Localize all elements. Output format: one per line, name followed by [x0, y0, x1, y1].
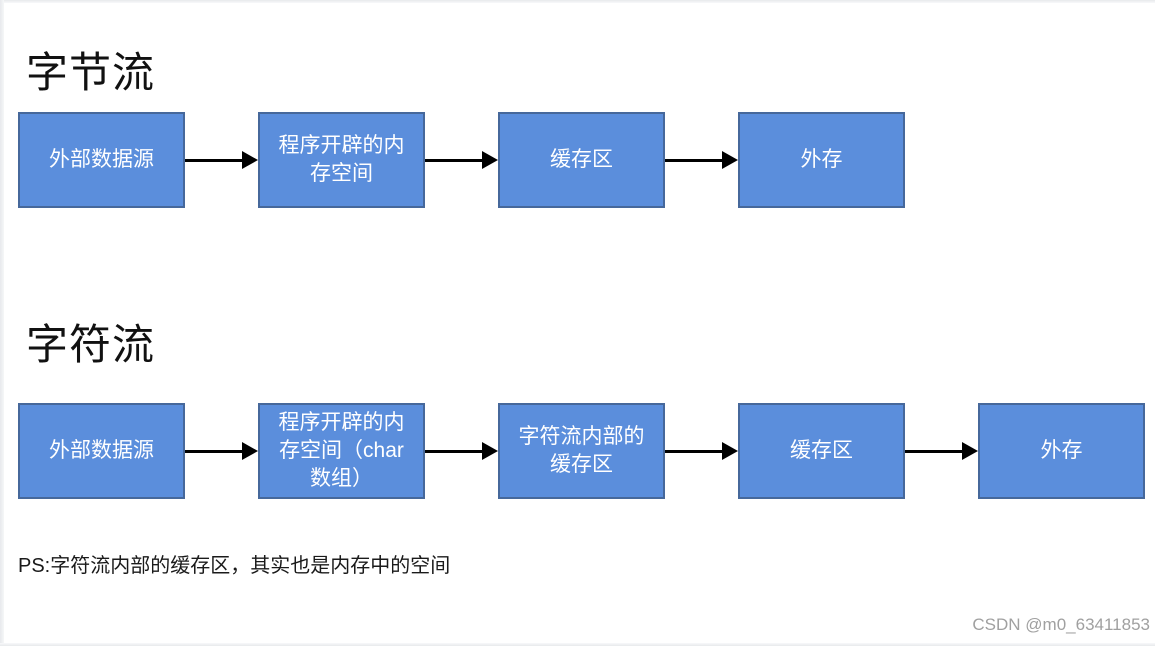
- flow-title-byte-stream: 字节流: [26, 49, 156, 96]
- flow-node: 缓存区: [498, 112, 665, 208]
- flow-node: 外部数据源: [18, 112, 185, 208]
- screen-edge-top: [0, 0, 1155, 3]
- arrow-right-icon: [665, 441, 738, 461]
- watermark: CSDN @m0_63411853: [972, 615, 1150, 634]
- arrow-shaft: [185, 158, 242, 162]
- arrow-head: [722, 151, 738, 169]
- arrow-head: [962, 442, 978, 460]
- arrow-shaft: [665, 158, 722, 162]
- flow-row-char-stream: 外部数据源程序开辟的内存空间（char 数组） 字符流内部的缓存区缓存区外存: [18, 403, 1145, 499]
- flow-title-char-stream: 字符流: [26, 321, 156, 368]
- flow-node: 缓存区: [738, 403, 905, 499]
- screen-edge-bottom: [0, 643, 1155, 646]
- arrow-head: [242, 151, 258, 169]
- arrow-shaft: [185, 449, 242, 453]
- flow-node: 外存: [978, 403, 1145, 499]
- arrow-head: [722, 442, 738, 460]
- flow-node: 程序开辟的内存空间（char 数组）: [258, 403, 425, 499]
- flow-section-byte-stream: 字节流 外部数据源程序开辟的内存空间缓存区外存: [18, 48, 905, 208]
- arrow-head: [482, 442, 498, 460]
- flow-section-char-stream: 字符流 外部数据源程序开辟的内存空间（char 数组） 字符流内部的缓存区缓存区外…: [18, 320, 1145, 499]
- flow-row-byte-stream: 外部数据源程序开辟的内存空间缓存区外存: [18, 112, 905, 208]
- screen-edge-left: [0, 0, 4, 646]
- arrow-right-icon: [185, 150, 258, 170]
- arrow-head: [482, 151, 498, 169]
- arrow-right-icon: [185, 441, 258, 461]
- flow-node: 程序开辟的内存空间: [258, 112, 425, 208]
- arrow-shaft: [425, 158, 482, 162]
- arrow-shaft: [665, 449, 722, 453]
- arrow-right-icon: [665, 150, 738, 170]
- flow-node: 字符流内部的缓存区: [498, 403, 665, 499]
- flow-node: 外部数据源: [18, 403, 185, 499]
- arrow-head: [242, 442, 258, 460]
- arrow-shaft: [425, 449, 482, 453]
- arrow-right-icon: [425, 150, 498, 170]
- flow-node: 外存: [738, 112, 905, 208]
- ps-note: PS:字符流内部的缓存区，其实也是内存中的空间: [18, 555, 451, 577]
- arrow-right-icon: [905, 441, 978, 461]
- arrow-shaft: [905, 449, 962, 453]
- arrow-right-icon: [425, 441, 498, 461]
